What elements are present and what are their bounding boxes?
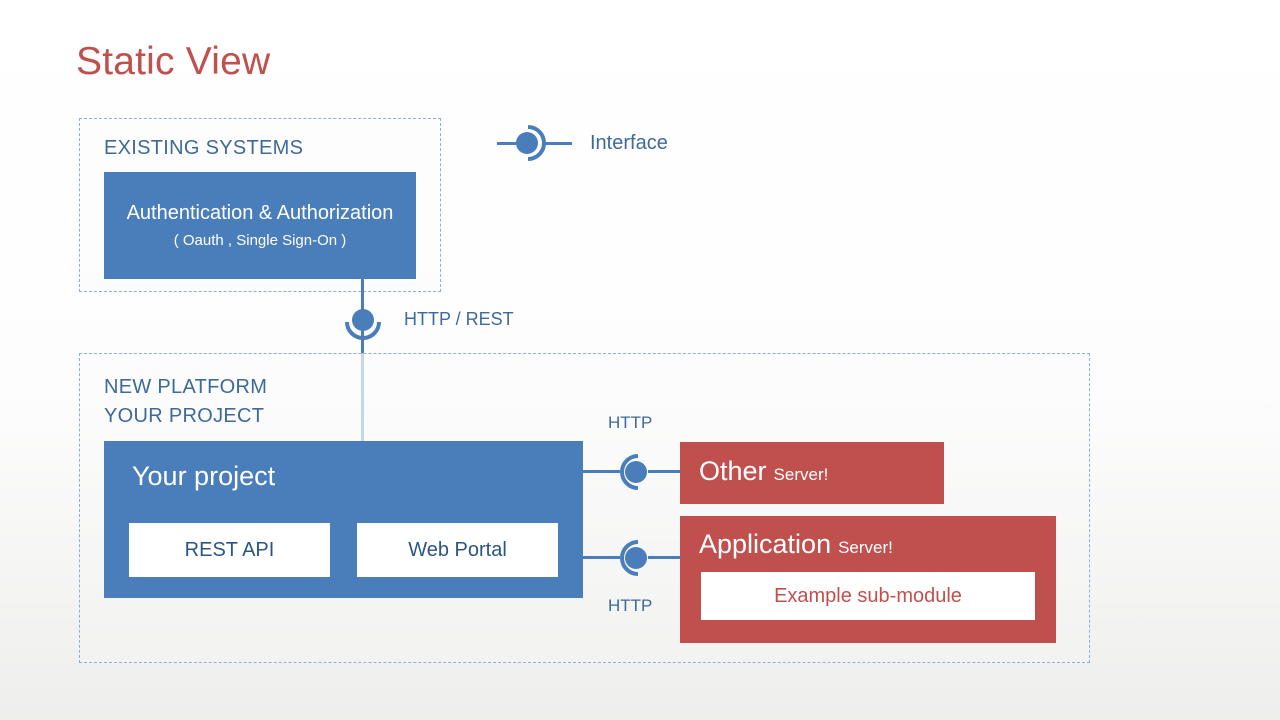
http-rest-label: HTTP / REST xyxy=(404,309,514,329)
legend-connector-line-right xyxy=(544,142,572,145)
auth-box-subtitle: ( Oauth , Single Sign-On ) xyxy=(173,231,347,249)
existing-systems-label: EXISTING SYSTEMS xyxy=(104,137,304,159)
other-server-box[interactable]: Other Server! xyxy=(680,442,944,504)
new-platform-label-line1: NEW PLATFORM xyxy=(104,376,268,398)
new-platform-label-line2: YOUR PROJECT xyxy=(104,405,265,427)
http-rest-ball-and-socket-icon xyxy=(345,309,381,340)
other-connector-line-left xyxy=(583,470,620,473)
application-server-kind: Server! xyxy=(838,538,893,557)
your-project-title: Your project xyxy=(132,461,276,491)
auth-box-title: Authentication & Authorization xyxy=(126,201,394,224)
application-server-name: Application xyxy=(699,529,832,559)
http-label-application: HTTP xyxy=(608,596,653,615)
application-connector-line-left xyxy=(583,556,620,559)
rest-api-module[interactable]: REST API xyxy=(129,523,330,577)
other-connector-line-right xyxy=(648,470,682,473)
new-platform-label: NEW PLATFORM YOUR PROJECT xyxy=(104,373,267,431)
ball-and-socket-interface-icon xyxy=(516,125,546,161)
other-server-label: Other Server! xyxy=(699,456,828,487)
application-ball-and-socket-icon xyxy=(620,540,647,576)
legend-connector-line-left xyxy=(497,142,521,145)
http-label-other: HTTP xyxy=(608,413,653,432)
example-sub-module-box[interactable]: Example sub-module xyxy=(701,572,1035,620)
other-server-kind: Server! xyxy=(773,465,829,484)
legend-label: Interface xyxy=(590,132,668,154)
application-server-label: Application Server! xyxy=(699,529,893,560)
auth-authorization-box[interactable]: Authentication & Authorization ( Oauth ,… xyxy=(104,172,416,279)
application-connector-line-right xyxy=(648,556,682,559)
other-ball-and-socket-icon xyxy=(620,454,647,490)
page-title: Static View xyxy=(76,40,271,83)
other-server-name: Other xyxy=(699,456,767,486)
web-portal-module[interactable]: Web Portal xyxy=(357,523,558,577)
